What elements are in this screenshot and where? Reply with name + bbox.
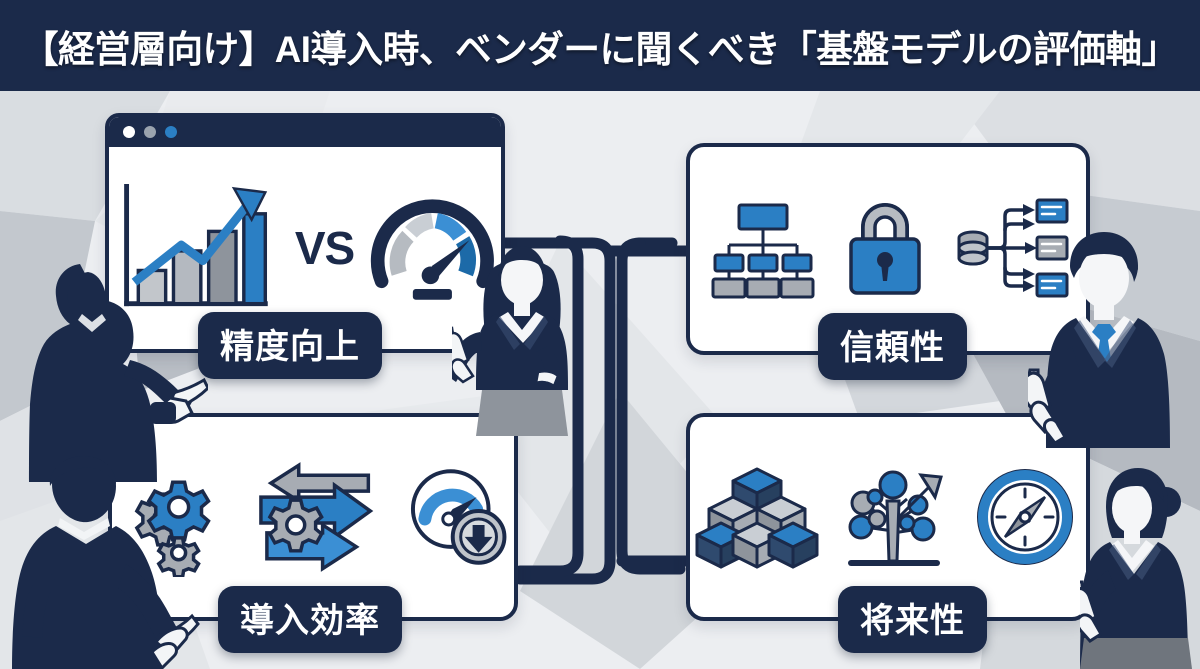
vs-text: VS: [294, 222, 355, 274]
padlock-icon: [849, 203, 921, 295]
card-future-body: [690, 417, 1086, 617]
badge-future[interactable]: 将来性: [838, 586, 987, 653]
page-title-bar: 【経営層向け】AI導入時、ベンダーに聞くべき「基盤モデルの評価軸」: [0, 0, 1200, 91]
stacked-cubes-icon: [695, 467, 819, 569]
bar-chart-up-icon: [124, 184, 268, 307]
gauge-download-icon: [410, 469, 507, 565]
window-dot-white: [123, 126, 135, 138]
badge-efficiency[interactable]: 導入効率: [218, 586, 402, 653]
card-reliability[interactable]: [686, 143, 1090, 355]
card-accuracy[interactable]: VS: [105, 113, 505, 353]
compass-icon: [977, 469, 1073, 565]
hierarchy-tree-icon: [711, 203, 815, 299]
person-businesswoman-presenting: [452, 246, 568, 436]
database-flow-icon: [957, 198, 1069, 298]
window-dot-gray: [144, 126, 156, 138]
growth-tree-icon: [848, 470, 943, 566]
page-title: 【経営層向け】AI導入時、ベンダーに聞くべき「基盤モデルの評価軸」: [22, 28, 1178, 70]
window-dot-blue: [165, 126, 177, 138]
badge-reliability[interactable]: 信頼性: [818, 313, 967, 380]
exchange-arrows-icon: [259, 462, 374, 572]
badge-accuracy[interactable]: 精度向上: [198, 312, 382, 379]
card-future[interactable]: [686, 413, 1090, 621]
card-efficiency[interactable]: [108, 413, 518, 621]
card-efficiency-body: [112, 417, 514, 617]
browser-titlebar: [109, 117, 501, 147]
card-accuracy-body: VS: [109, 147, 501, 349]
gauge-icon: [371, 199, 495, 300]
person-businessman-pointing: [29, 264, 208, 482]
gears-icon: [134, 480, 211, 577]
person-businesswoman-bun-presenting: [1080, 468, 1192, 669]
pipe-connectors: [494, 235, 692, 585]
card-reliability-body: [690, 147, 1086, 351]
person-businessman-back-presenting: [12, 456, 200, 669]
person-businessman-tie-presenting: [1028, 232, 1170, 448]
